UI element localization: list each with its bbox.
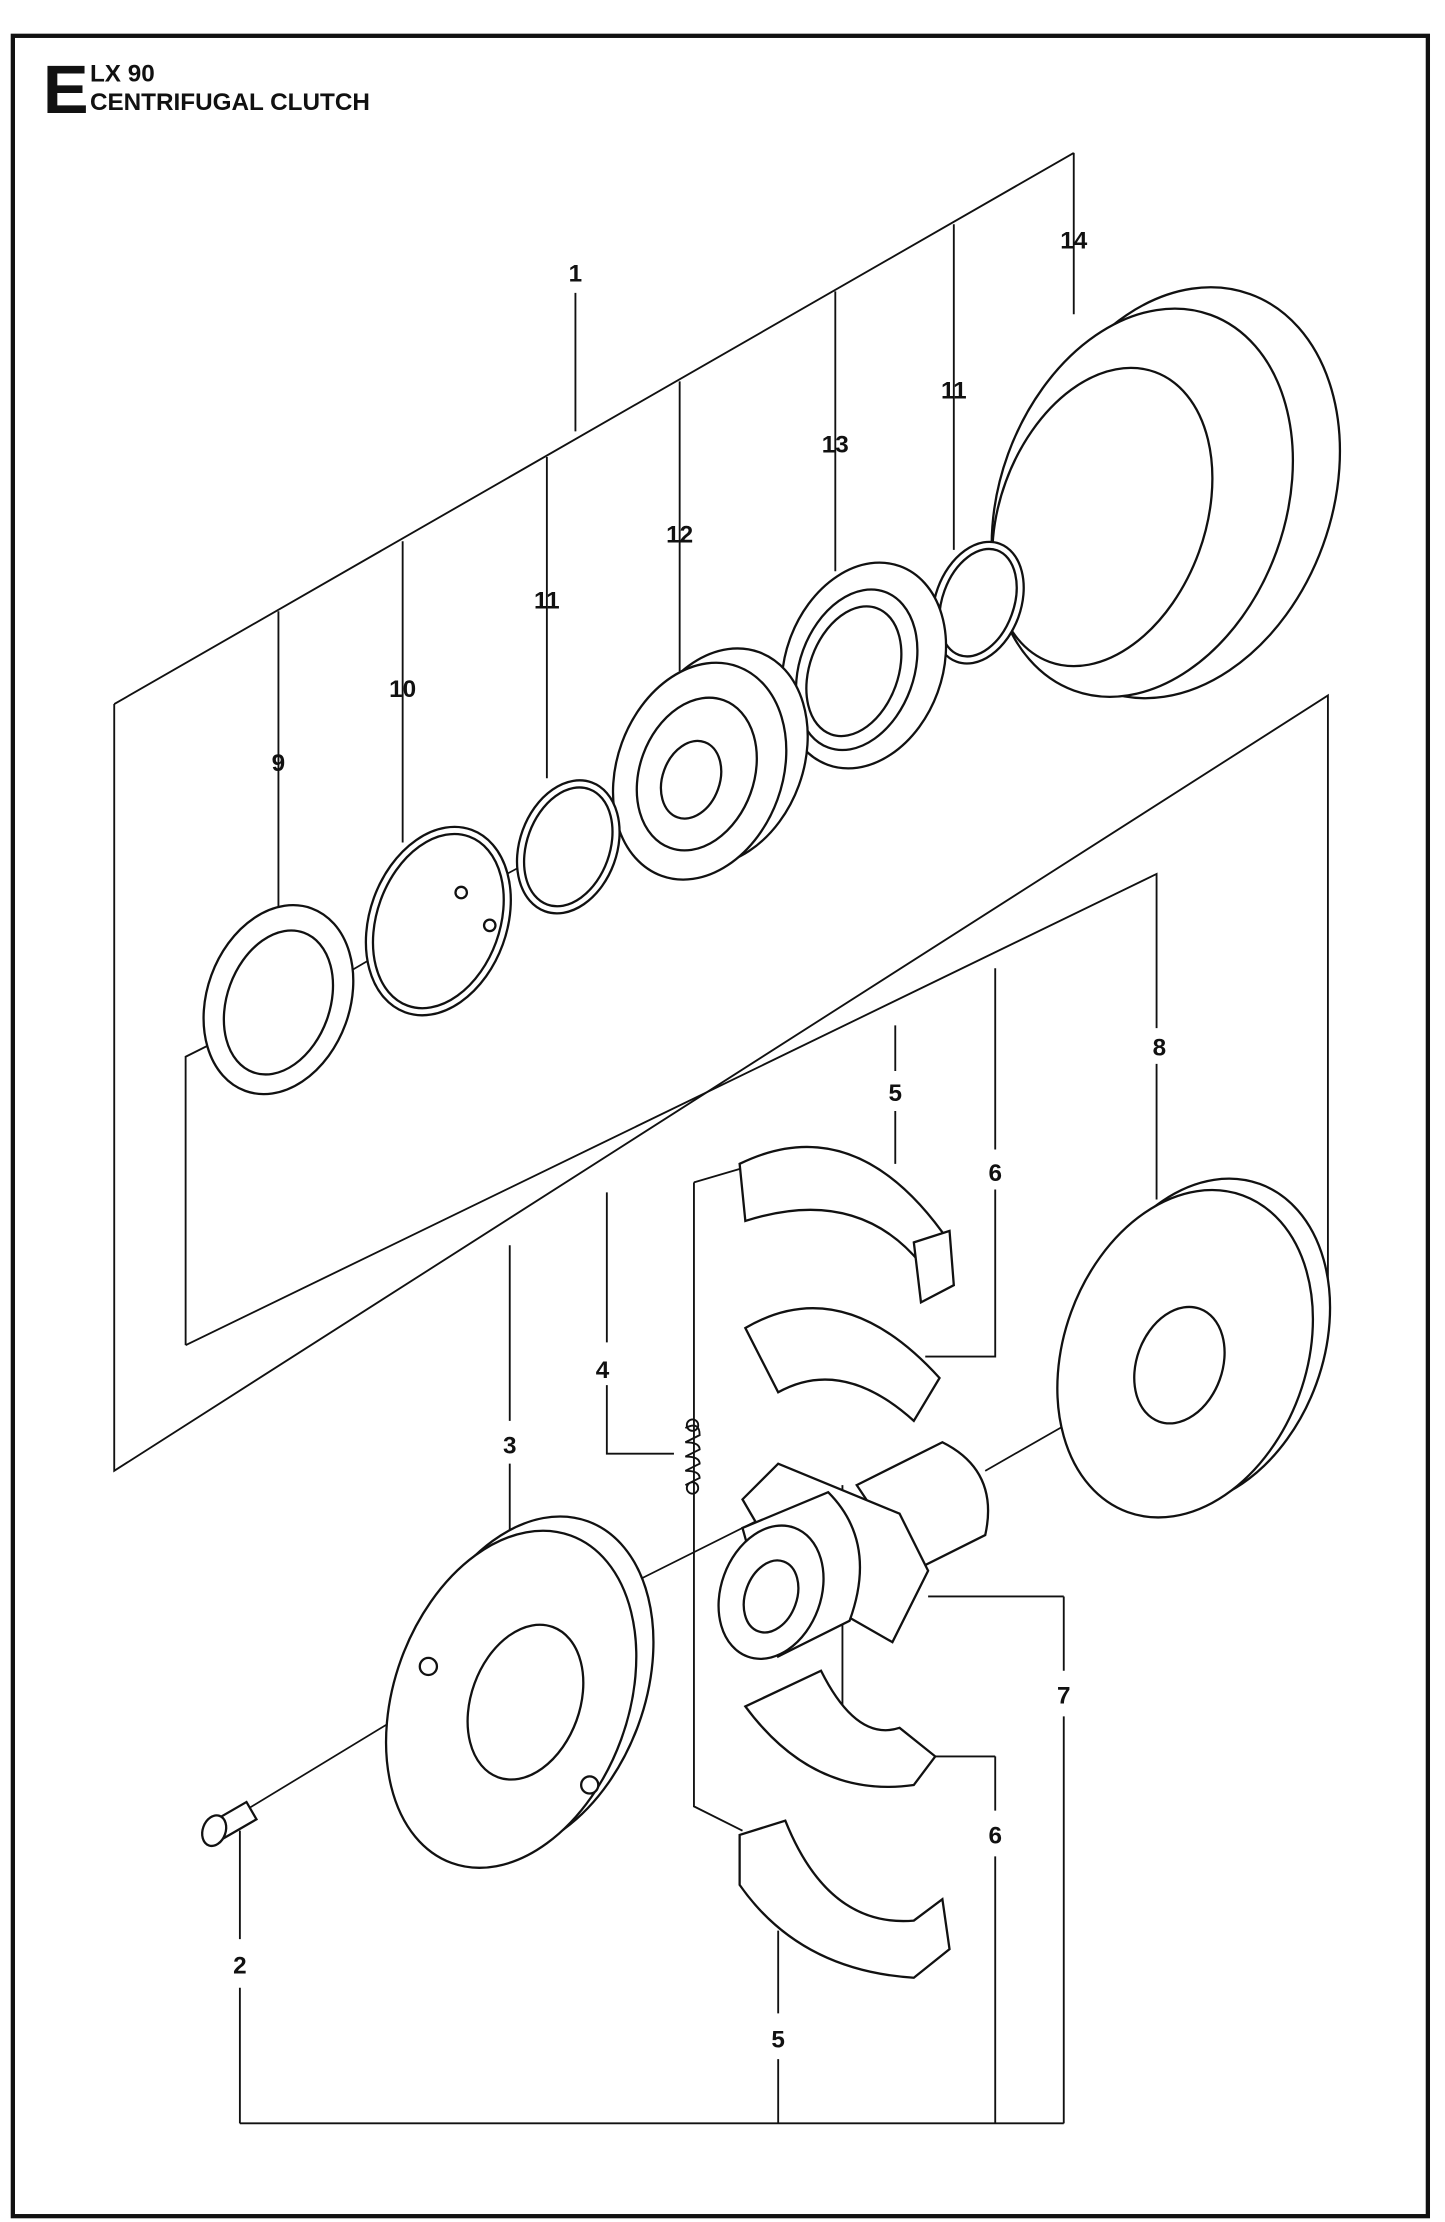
clutch-weight-part-6-lower: [743, 1669, 937, 1788]
callout-5: 5: [889, 1080, 902, 1107]
circlip-part-11-right: [931, 540, 1025, 665]
callout-10: 10: [389, 676, 416, 703]
washer-part-8: [1056, 1177, 1332, 1519]
callout-1: 1: [569, 260, 583, 287]
callout-9: 9: [272, 750, 286, 777]
callout-12: 12: [666, 522, 693, 549]
callout-14: 14: [1060, 228, 1087, 255]
callout-4: 4: [596, 1357, 610, 1384]
callout-13: 13: [822, 432, 849, 459]
callout-3: 3: [503, 1433, 517, 1460]
clutch-shoe-part-5-upper: [738, 1145, 956, 1305]
diagram-title: CENTRIFUGAL CLUTCH: [90, 89, 370, 116]
bearing-part-12: [611, 647, 809, 881]
callout-2: 2: [233, 1952, 247, 1979]
cover-plate-part-3: [384, 1515, 655, 1869]
lock-washer-part-9: [202, 904, 355, 1096]
spring-part-4: [684, 1418, 701, 1495]
retaining-ring-part-10: [364, 825, 512, 1017]
page-frame: [10, 33, 1431, 2219]
seal-part-13: [780, 561, 948, 770]
model-name: LX 90: [90, 61, 155, 88]
callout-6: 6: [988, 1822, 1002, 1849]
callout-8: 8: [1153, 1034, 1167, 1061]
callout-11: 11: [941, 377, 967, 404]
clutch-shoe-part-5-lower: [738, 1819, 951, 1979]
screw-part-2: [201, 1800, 259, 1848]
clutch-weight-part-6-upper: [743, 1307, 941, 1423]
callout-6: 6: [988, 1160, 1002, 1187]
circlip-part-11-left: [515, 779, 621, 915]
section-letter: E: [43, 51, 89, 128]
callout-labels: 1 14 11 13 12 11 10 9 8 5 6 4 3 7 6 2 5: [233, 228, 1166, 2054]
clutch-drum-part-14: [990, 286, 1342, 700]
callout-7: 7: [1057, 1683, 1070, 1710]
callout-11: 11: [534, 587, 560, 614]
clutch-hub-part-7: [717, 1440, 990, 1660]
callout-5: 5: [771, 2027, 785, 2054]
